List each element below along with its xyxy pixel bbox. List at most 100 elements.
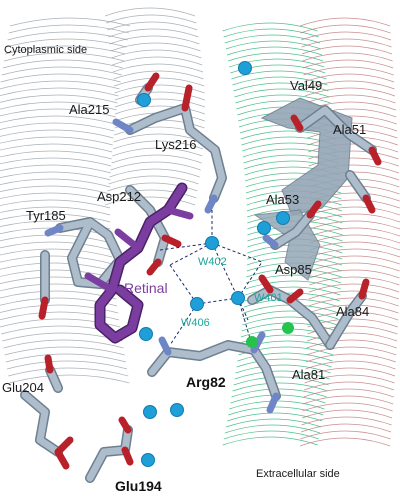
helix-ribbon-upper bbox=[104, 7, 206, 206]
bond bbox=[271, 211, 314, 249]
water-molecules bbox=[137, 61, 294, 467]
helix-turn bbox=[233, 82, 329, 92]
water-molecule bbox=[141, 453, 155, 467]
oxygen-atom bbox=[181, 84, 193, 112]
helix-turn bbox=[114, 105, 206, 115]
helix-turn bbox=[301, 416, 392, 426]
retinal-molecule bbox=[84, 182, 194, 344]
residue-label-asp85: Asp85 bbox=[275, 262, 312, 277]
helix-turn bbox=[309, 206, 400, 216]
water-molecule bbox=[231, 291, 245, 305]
hydrogen-bond bbox=[211, 242, 239, 299]
helix-turn bbox=[236, 358, 332, 368]
helix-turn bbox=[303, 66, 394, 76]
helix-turn bbox=[304, 80, 395, 90]
nitrogen-atom bbox=[266, 392, 280, 414]
helix-turn bbox=[107, 182, 198, 192]
oxygen-atom bbox=[290, 114, 304, 132]
bond bbox=[326, 292, 366, 349]
retinal-label: Retinal bbox=[124, 280, 168, 296]
helix-turn bbox=[228, 52, 324, 62]
helix-turn bbox=[109, 35, 200, 45]
helix-turn bbox=[237, 352, 333, 362]
helix-turn bbox=[0, 311, 120, 321]
helix-turn bbox=[111, 49, 202, 59]
helix-turn bbox=[104, 7, 196, 17]
helix-turn bbox=[1, 66, 122, 76]
helix-turn bbox=[110, 42, 201, 52]
helix-turn bbox=[113, 70, 204, 80]
helix-turn bbox=[306, 332, 398, 342]
helix-turn bbox=[112, 56, 203, 66]
oxygen-atom bbox=[44, 354, 54, 374]
residue-label-ala84: Ala84 bbox=[336, 304, 370, 319]
helix-turn bbox=[235, 94, 331, 104]
helix-turn bbox=[0, 185, 111, 195]
helix-turn bbox=[106, 189, 197, 199]
hydrogen-bond bbox=[169, 264, 198, 305]
hydrogen-bond bbox=[211, 242, 263, 263]
helix-turn bbox=[232, 76, 328, 86]
helix-turn bbox=[232, 382, 328, 392]
bond bbox=[296, 106, 376, 154]
helix-turn bbox=[110, 161, 201, 171]
helix-turn bbox=[0, 241, 112, 251]
helix-turn bbox=[226, 46, 323, 56]
hydrogen-bond bbox=[237, 297, 249, 321]
residue-stick-ala84 bbox=[325, 291, 367, 350]
bond bbox=[56, 218, 124, 288]
oxygen-atom bbox=[146, 258, 162, 276]
helix-turn bbox=[108, 28, 199, 38]
helix-turn bbox=[309, 276, 400, 286]
hydrogen-bond-network bbox=[159, 210, 263, 346]
residue-stick-lys216 bbox=[125, 103, 227, 203]
helix-turn bbox=[106, 14, 197, 24]
oxygen-atom bbox=[144, 72, 160, 92]
helix-turn bbox=[112, 140, 204, 150]
residue-stick-glu204 bbox=[20, 390, 63, 457]
residue-label-glu204: Glu204 bbox=[2, 380, 44, 395]
residue-label-lys216: Lys216 bbox=[155, 137, 197, 152]
bond bbox=[346, 171, 370, 202]
helix-turn bbox=[0, 122, 115, 132]
helix-turn bbox=[0, 248, 113, 258]
nitrogen-atom bbox=[262, 234, 279, 249]
helix-turn bbox=[300, 430, 391, 440]
helix-turn bbox=[0, 94, 118, 104]
helix-turn bbox=[224, 424, 321, 434]
residue-label-arg82: Arg82 bbox=[186, 374, 226, 390]
oxygen-atom bbox=[258, 274, 274, 294]
helix-turn bbox=[0, 262, 114, 272]
helix-turn bbox=[300, 423, 392, 433]
water-molecule bbox=[170, 403, 184, 417]
helix-turn bbox=[231, 70, 327, 80]
helix-turn bbox=[109, 168, 200, 178]
helix-turn bbox=[304, 87, 396, 97]
retinal-chain bbox=[96, 184, 186, 342]
residue-stick-ala53 bbox=[270, 210, 315, 250]
helix-turn bbox=[309, 248, 400, 258]
water-molecule bbox=[139, 327, 153, 341]
helix-turn bbox=[9, 17, 131, 27]
retinal-methyl bbox=[84, 206, 194, 294]
oxygen-atom bbox=[306, 200, 322, 219]
helix-turn bbox=[0, 255, 113, 265]
residue-label-ala53: Ala53 bbox=[266, 192, 300, 207]
nitrogen-atom bbox=[250, 331, 266, 354]
helix-turn bbox=[309, 262, 400, 272]
residue-label-asp212: Asp212 bbox=[97, 189, 142, 204]
residue-stick-val49 bbox=[295, 105, 377, 155]
helix-turn bbox=[308, 290, 400, 300]
oxygen-atom bbox=[358, 278, 370, 300]
helix-turn bbox=[114, 91, 205, 101]
water-label-w401: W401 bbox=[254, 292, 283, 304]
helix-turn bbox=[301, 409, 393, 419]
helix-turn bbox=[3, 52, 125, 62]
helix-turn bbox=[301, 45, 393, 55]
helix-turn bbox=[0, 73, 121, 83]
helix-turn bbox=[0, 213, 111, 223]
helix-turn bbox=[223, 28, 319, 38]
helix-turn bbox=[222, 436, 318, 446]
